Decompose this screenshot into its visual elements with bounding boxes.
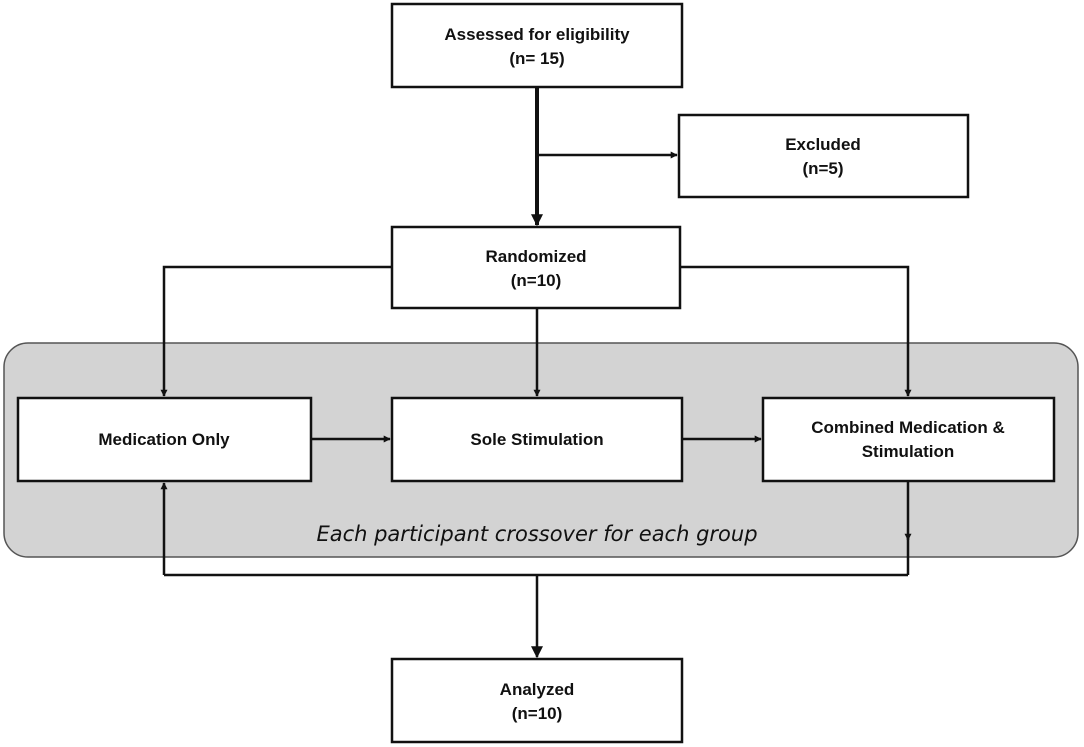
- combined-line2: Stimulation: [862, 442, 955, 461]
- randomized-title: Randomized: [485, 247, 586, 266]
- arrow-randomized-to-combined: [680, 265, 912, 397]
- excluded-count: (n=5): [802, 159, 843, 178]
- assessed-count: (n= 15): [509, 49, 564, 68]
- node-combined: Combined Medication & Stimulation: [761, 396, 1056, 483]
- sole-stimulation-label: Sole Stimulation: [470, 430, 603, 449]
- medication-only-label: Medication Only: [98, 430, 230, 449]
- assessed-title: Assessed for eligibility: [444, 25, 630, 44]
- randomized-count: (n=10): [511, 271, 562, 290]
- arrow-randomized-to-medication: [160, 265, 392, 397]
- node-assessed: Assessed for eligibility (n= 15): [390, 2, 684, 89]
- node-randomized: Randomized (n=10): [390, 225, 682, 310]
- node-analyzed: Analyzed (n=10): [390, 657, 684, 744]
- node-sole-stimulation: Sole Stimulation: [390, 396, 684, 483]
- analyzed-title: Analyzed: [500, 680, 575, 699]
- analyzed-count: (n=10): [512, 704, 563, 723]
- node-medication-only: Medication Only: [16, 396, 313, 483]
- node-excluded: Excluded (n=5): [677, 113, 970, 199]
- combined-line1: Combined Medication &: [811, 418, 1005, 437]
- crossover-note: Each participant crossover for each grou…: [316, 522, 757, 546]
- excluded-title: Excluded: [785, 135, 861, 154]
- connectors: [160, 88, 912, 659]
